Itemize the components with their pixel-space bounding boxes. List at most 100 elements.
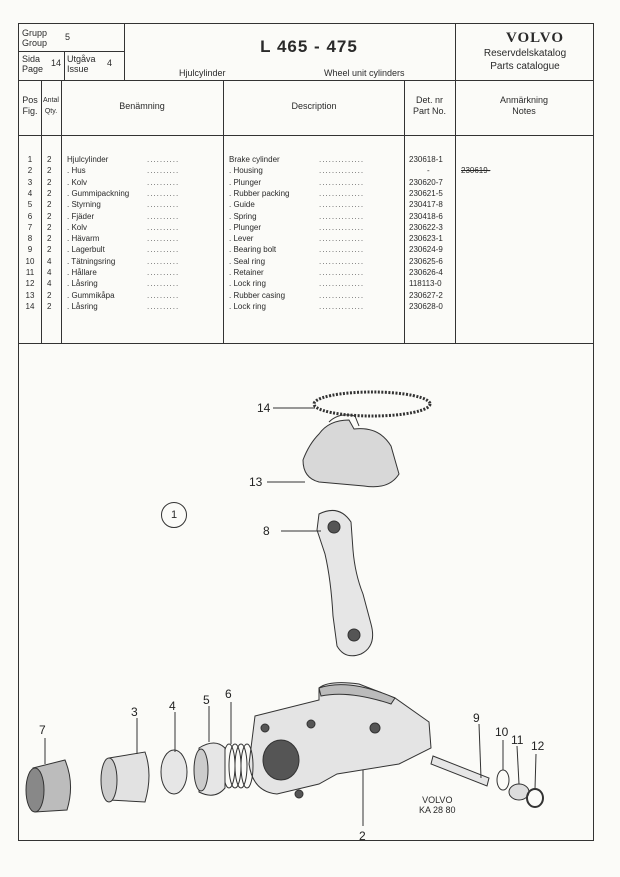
dot-leader: .............. bbox=[319, 222, 365, 232]
brand-logo: VOLVO bbox=[505, 30, 565, 46]
page-value: 14 bbox=[51, 58, 62, 68]
subtitle-sv: Hjulcylinder bbox=[179, 68, 226, 78]
issue-label: Utgåva Issue bbox=[67, 54, 96, 74]
page-title: L 465 - 475 bbox=[260, 37, 358, 56]
name-en-cell: . Guide bbox=[229, 200, 255, 210]
name-en-cell: . Plunger bbox=[229, 222, 262, 232]
qty-cell: 2 bbox=[47, 155, 52, 164]
pos-cell: 10 bbox=[25, 256, 35, 266]
name-en-cell: . Spring bbox=[229, 211, 257, 221]
callout-11: 11 bbox=[511, 733, 524, 747]
name-sv-cell: . Gummipackning bbox=[67, 188, 130, 198]
name-en-cell: . Plunger bbox=[229, 177, 262, 187]
name-en-cell: Brake cylinder bbox=[229, 155, 280, 164]
name-sv-cell: . Lagerbult bbox=[67, 245, 105, 255]
stamp-code: KA 28 80 bbox=[419, 805, 456, 815]
leader-9 bbox=[478, 723, 482, 779]
dot-leader: .............. bbox=[319, 200, 365, 210]
dot-leader: .......... bbox=[147, 166, 180, 176]
name-en-cell: . Lock ring bbox=[229, 279, 266, 289]
name-sv-cell: . Kolv bbox=[67, 222, 88, 232]
name-sv-cell: . Låsring bbox=[67, 301, 98, 311]
col-qty: Antal Qty. bbox=[43, 97, 59, 115]
callout-2: 2 bbox=[359, 829, 366, 843]
partno-cell: 118113-0 bbox=[409, 279, 442, 289]
name-en-cell: . Retainer bbox=[229, 268, 264, 277]
partno-cell: 230618-1 bbox=[409, 155, 443, 164]
partno-cell: 230622-3 bbox=[409, 222, 443, 232]
qty-cell: 4 bbox=[47, 268, 52, 277]
dot-leader: .......... bbox=[147, 256, 180, 266]
dot-leader: .......... bbox=[147, 177, 180, 187]
name-sv-cell: . Hållare bbox=[67, 268, 97, 277]
name-sv-cell: . Kolv bbox=[67, 177, 88, 187]
pos-cell: 9 bbox=[27, 245, 33, 255]
stamp-brand: VOLVO bbox=[422, 795, 453, 805]
dot-leader: .......... bbox=[147, 211, 180, 221]
dot-leader: .......... bbox=[147, 301, 180, 311]
rubber-casing-opening bbox=[328, 414, 360, 427]
pos-cell: 11 bbox=[25, 268, 35, 277]
callout-13: 13 bbox=[249, 475, 263, 489]
callout-9: 9 bbox=[473, 711, 480, 725]
qty-cell: 2 bbox=[47, 290, 52, 300]
partno-cell: 230625-6 bbox=[409, 256, 443, 266]
pos-cell: 6 bbox=[27, 211, 33, 221]
plunger-3 bbox=[108, 751, 150, 803]
callout-7: 7 bbox=[39, 723, 46, 737]
dot-leader: .............. bbox=[319, 188, 365, 198]
col-partno: Det. nr Part No. bbox=[412, 95, 446, 116]
partno-cell: 230623-1 bbox=[409, 234, 443, 244]
pos-cell: 7 bbox=[27, 222, 33, 232]
catalog-en: Parts catalogue bbox=[490, 61, 560, 72]
qty-cell: 4 bbox=[47, 279, 52, 289]
dot-leader: .......... bbox=[147, 268, 180, 277]
figure-number-label: 1 bbox=[170, 509, 178, 521]
lock-ring-12 bbox=[526, 788, 544, 808]
notes-cell: 230619- bbox=[461, 166, 491, 176]
partno-cell: 230621-5 bbox=[409, 188, 443, 198]
pos-cell: 12 bbox=[25, 279, 35, 289]
dot-leader: .......... bbox=[147, 290, 180, 300]
housing-bore bbox=[262, 739, 300, 781]
partno-cell: - bbox=[427, 166, 430, 176]
housing-top-port bbox=[318, 684, 396, 705]
rubber-packing-4 bbox=[160, 749, 188, 795]
pos-cell: 4 bbox=[27, 188, 33, 198]
table-row: 7 2 . Kolv . Plunger 230622-3...............… bbox=[19, 222, 593, 233]
group-label: Grupp Group bbox=[22, 28, 48, 48]
qty-cell: 2 bbox=[47, 301, 52, 311]
partno-cell: 230624-9 bbox=[409, 245, 443, 255]
callout-6: 6 bbox=[225, 687, 232, 701]
name-sv-cell: . Låsring bbox=[67, 279, 98, 289]
name-en-cell: . Lever bbox=[229, 234, 254, 244]
seal-ring-10 bbox=[496, 769, 510, 791]
name-en-cell: . Bearing bolt bbox=[229, 245, 277, 255]
partno-cell: 230628-0 bbox=[409, 301, 443, 311]
name-sv-cell: . Hävarm bbox=[67, 234, 100, 244]
retainer-11 bbox=[508, 783, 530, 801]
name-en-cell: . Rubber packing bbox=[229, 188, 290, 198]
pos-cell: 8 bbox=[27, 234, 33, 244]
dot-leader: .............. bbox=[319, 155, 365, 164]
name-en-cell: . Housing bbox=[229, 166, 263, 176]
partno-cell: 230418-6 bbox=[409, 211, 443, 221]
column-header: Pos Fig. Antal Qty. Benämning Descriptio… bbox=[19, 81, 593, 136]
qty-cell: 2 bbox=[47, 222, 52, 232]
dot-leader: .......... bbox=[147, 222, 180, 232]
name-en-cell: . Rubber casing bbox=[229, 290, 286, 300]
pos-cell: 14 bbox=[25, 301, 35, 311]
dot-leader: .......... bbox=[147, 188, 180, 198]
callout-4: 4 bbox=[169, 699, 176, 713]
col-name-sv: Benämning bbox=[119, 101, 165, 111]
